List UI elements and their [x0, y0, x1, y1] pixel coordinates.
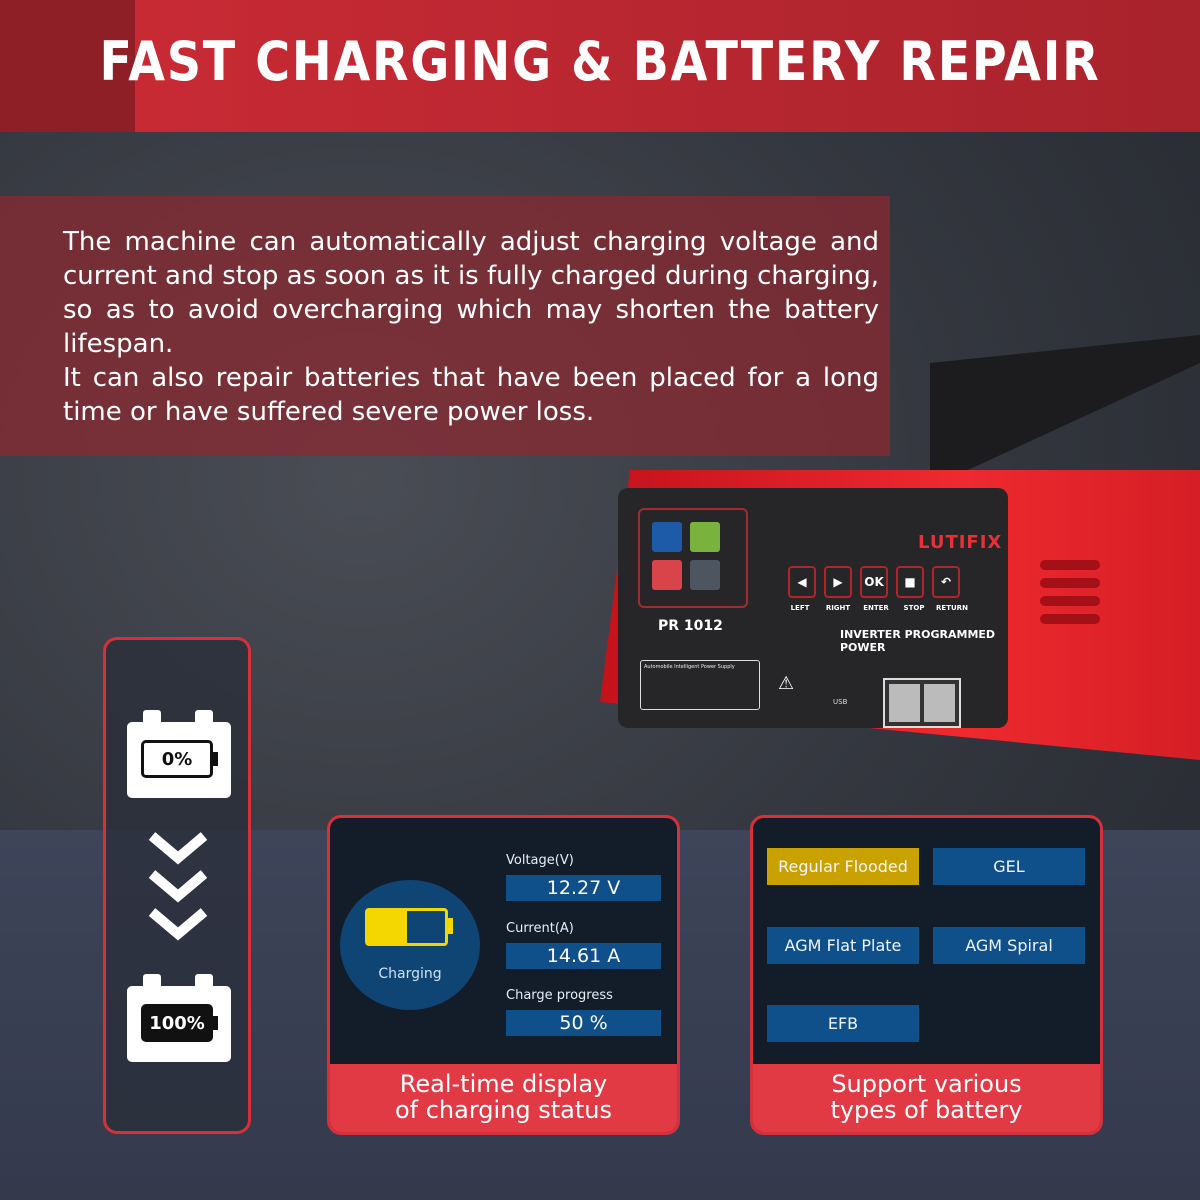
type-efb[interactable]: EFB	[767, 1005, 919, 1042]
warning-icon: ⚠	[778, 673, 795, 694]
battery-flow-panel: 0% 100%	[103, 637, 251, 1134]
chevron-down-icon	[148, 832, 208, 865]
key-label: ENTER	[863, 604, 889, 612]
type-regular-flooded[interactable]: Regular Flooded	[767, 848, 919, 885]
spec-plate: Automobile Intelligent Power Supply	[640, 660, 760, 710]
left-key[interactable]: ◀	[788, 566, 816, 598]
battery-types-card: Regular Flooded GEL AGM Flat Plate AGM S…	[750, 815, 1103, 1135]
type-gel[interactable]: GEL	[933, 848, 1085, 885]
empty-battery-icon: 0%	[127, 710, 231, 798]
description-p1: The machine can automatically adjust cha…	[63, 227, 879, 359]
caption-line: Real-time display	[399, 1070, 608, 1098]
status-caption: Real-time display of charging status	[330, 1064, 677, 1132]
brand-logo: LUTIFIX	[918, 532, 1003, 553]
voltage-label: Voltage(V)	[506, 853, 574, 868]
charger-device: PR 1012 LUTIFIX ◀ ▶ OK ■ ↶ LEFT RIGHT EN…	[600, 470, 1200, 770]
start-level: 0%	[141, 740, 213, 778]
chevron-down-icon	[148, 870, 208, 903]
device-screen	[638, 508, 748, 608]
caption-line: types of battery	[830, 1096, 1023, 1124]
page-title: FAST CHARGING & BATTERY REPAIR	[99, 30, 1101, 93]
chevron-down-icon	[148, 908, 208, 941]
key-label: RETURN	[936, 604, 968, 612]
model-label: PR 1012	[658, 618, 723, 634]
key-label: LEFT	[790, 604, 810, 612]
battery-connector	[883, 678, 961, 728]
current-label: Current(A)	[506, 921, 574, 936]
charging-label: Charging	[378, 966, 442, 982]
full-battery-icon: 100%	[127, 974, 231, 1062]
control-panel: PR 1012 LUTIFIX ◀ ▶ OK ■ ↶ LEFT RIGHT EN…	[618, 488, 1008, 728]
description: The machine can automatically adjust cha…	[63, 225, 879, 429]
tagline: INVERTER PROGRAMMED POWER	[840, 628, 996, 654]
key-label: STOP	[903, 604, 925, 612]
vents	[1040, 560, 1100, 632]
caption-line: Support various	[831, 1070, 1022, 1098]
enter-key[interactable]: OK	[860, 566, 888, 598]
types-caption: Support various types of battery	[753, 1064, 1100, 1132]
type-agm-flat-plate[interactable]: AGM Flat Plate	[767, 927, 919, 964]
title-banner	[0, 0, 1200, 132]
voltage-value: 12.27 V	[506, 875, 661, 901]
caption-line: of charging status	[394, 1096, 613, 1124]
key-label: RIGHT	[825, 604, 851, 612]
progress-value: 50 %	[506, 1010, 661, 1036]
charging-indicator: Charging	[340, 880, 480, 1010]
type-agm-spiral[interactable]: AGM Spiral	[933, 927, 1085, 964]
description-p2: It can also repair batteries that have b…	[63, 363, 879, 427]
description-box	[0, 196, 890, 456]
end-level: 100%	[141, 1004, 213, 1042]
current-value: 14.61 A	[506, 943, 661, 969]
right-key[interactable]: ▶	[824, 566, 852, 598]
progress-label: Charge progress	[506, 988, 613, 1003]
usb-port: USB	[833, 698, 848, 706]
stop-key[interactable]: ■	[896, 566, 924, 598]
battery-icon	[365, 908, 448, 946]
charging-status-card: Charging Voltage(V) 12.27 V Current(A) 1…	[327, 815, 680, 1135]
return-key[interactable]: ↶	[932, 566, 960, 598]
